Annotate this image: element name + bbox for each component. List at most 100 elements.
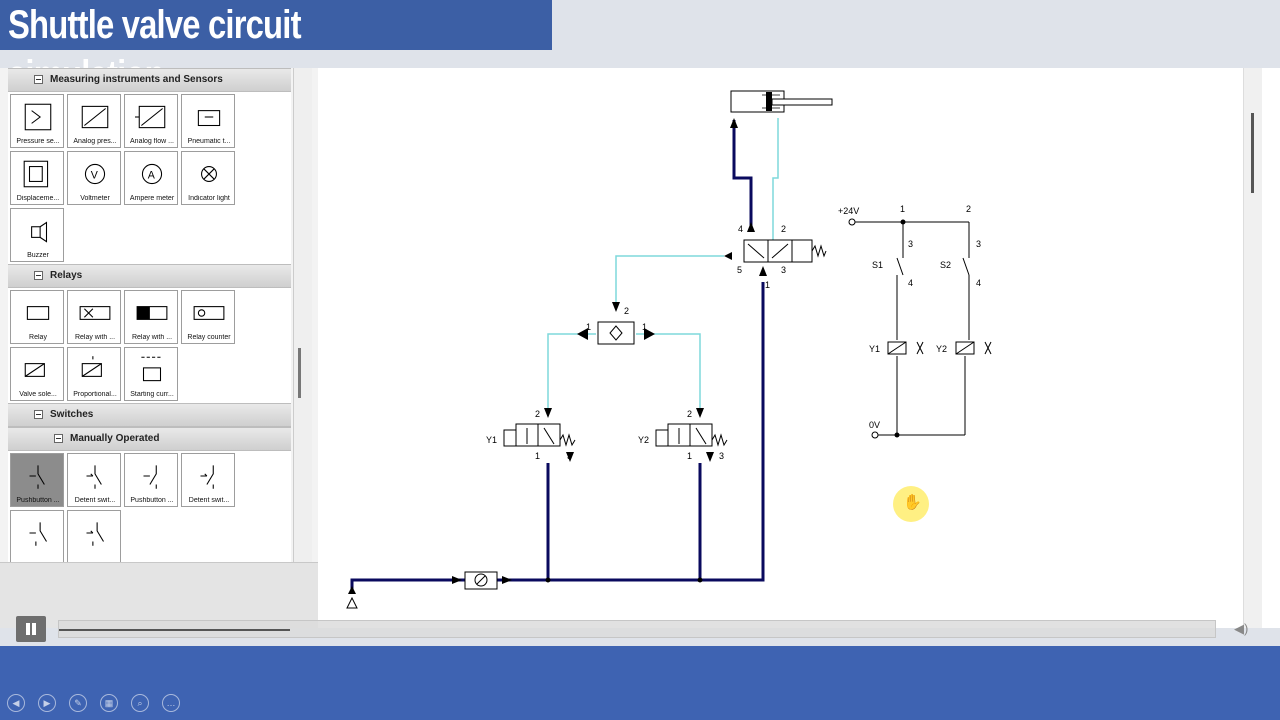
detent-changeover-icon [86,522,104,546]
component-caption: Ampere meter [129,195,175,202]
component-tile[interactable]: Indicator light [181,151,235,205]
zoom-icon[interactable]: ⌕ [131,694,149,712]
component-tile[interactable]: Displaceme... [10,151,64,205]
shuttle-valve[interactable] [577,302,655,345]
collapse-icon[interactable] [54,434,63,443]
canvas-scrollbar[interactable] [1243,68,1262,628]
component-grid-measuring: Pressure se... Analog pres... Analog flow … [8,92,291,264]
voltmeter-icon: V [84,163,106,185]
component-tile[interactable] [10,510,64,562]
solenoid-label-y2: Y2 [638,435,649,445]
component-tile[interactable]: Relay with ... [124,290,178,344]
scrollbar-thumb[interactable] [1251,113,1254,193]
rung-label: 1 [900,204,905,214]
valve-3-2-left[interactable] [503,408,576,462]
component-tile[interactable]: Pressure se... [10,94,64,148]
relay-switch-off-delay-icon [136,306,168,320]
contact-label: 3 [908,239,913,249]
port-label: 3 [719,451,724,461]
presentation-footer [0,646,1280,720]
component-caption: Detent swit... [74,497,116,504]
port-label: 2 [687,409,692,419]
component-tile[interactable]: V Voltmeter [67,151,121,205]
pressure-sensor-icon [24,103,52,131]
contact-label: 3 [976,239,981,249]
component-caption: Pushbutton ... [130,497,174,504]
component-caption: Relay with ... [74,334,116,341]
valve-3-2-right[interactable] [655,408,728,462]
volume-icon[interactable]: ◀) [1234,621,1249,636]
library-scrollbar[interactable] [293,68,312,562]
component-tile[interactable]: Proportional... [67,347,121,401]
circuit-diagram: +24V 0V 1 2 S1 S2 3 4 3 4 Y1 Y2 Y1 Y2 4 … [346,90,992,609]
component-tile[interactable]: Relay [10,290,64,344]
more-icon[interactable]: … [162,694,180,712]
component-caption: Pressure se... [16,138,60,145]
junction-dots [545,219,906,583]
buzzer-icon [31,221,48,243]
component-tile[interactable]: Starting curr... [124,347,178,401]
analog-flow-icon [135,105,166,129]
relay-counter-icon [193,306,225,320]
slides-icon[interactable]: ▦ [100,694,118,712]
component-tile[interactable]: Pneumatic t... [181,94,235,148]
port-label: 2 [624,306,629,316]
port-label: 3 [781,265,786,275]
progress-bar[interactable] [58,620,1216,638]
port-label: 2 [535,409,540,419]
component-tile[interactable] [67,510,121,562]
collapse-icon[interactable] [34,271,43,280]
scrollbar-thumb[interactable] [298,348,301,398]
coil-label-y2: Y2 [936,344,947,354]
circuit-canvas[interactable]: +24V 0V 1 2 S1 S2 3 4 3 4 Y1 Y2 Y1 Y2 4 … [318,68,1262,628]
detent-switch-icon [86,465,102,489]
component-tile[interactable]: Pushbutton ... [10,453,64,507]
group-header-relays[interactable]: Relays [8,264,291,288]
collapse-icon[interactable] [34,410,43,419]
electrical-ladder [848,218,992,439]
component-tile[interactable]: A Ampere meter [124,151,178,205]
ampere-meter-icon: A [141,163,163,185]
component-caption: Displaceme... [16,195,60,202]
group-label: Switches [50,409,94,420]
starting-current-icon [141,356,163,382]
ground-label: 0V [869,420,880,430]
compressed-air-source[interactable] [346,586,358,609]
hand-cursor-icon: ✋ [893,486,929,522]
pause-button[interactable] [16,616,46,642]
component-tile[interactable]: Pushbutton ... [124,453,178,507]
double-acting-cylinder[interactable] [730,90,833,113]
main-5-2-valve[interactable] [724,118,827,276]
component-tile[interactable]: Relay with ... [67,290,121,344]
group-header-switches[interactable]: Switches [8,403,291,427]
svg-text:V: V [91,169,99,181]
svg-text:A: A [148,169,156,181]
next-icon[interactable]: ▶ [38,694,56,712]
subgroup-header-manual[interactable]: Manually Operated [8,427,291,451]
collapse-icon[interactable] [34,75,43,84]
component-tile[interactable]: Analog pres... [67,94,121,148]
displacement-sensor-icon [23,160,49,188]
pen-icon[interactable]: ✎ [69,694,87,712]
component-tile[interactable]: Valve sole... [10,347,64,401]
port-label: 2 [781,224,786,234]
component-caption: Detent swit... [188,497,230,504]
component-tile[interactable]: Detent swit... [67,453,121,507]
component-caption: Analog flow ... [130,138,174,145]
progress-fill [59,629,291,631]
port-label: 1 [535,451,540,461]
component-tile[interactable]: Analog flow ... [124,94,178,148]
port-label: 1 [642,322,647,332]
pushbutton-changeover-icon [29,522,47,546]
video-title: Shuttle valve circuit simulation [0,0,552,97]
air-service-unit[interactable] [452,571,512,590]
relay-icon [26,306,50,320]
component-tile[interactable]: Buzzer [10,208,64,262]
port-label: 4 [738,224,743,234]
component-tile[interactable]: Relay counter [181,290,235,344]
component-tile[interactable]: Detent swit... [181,453,235,507]
group-header-measuring[interactable]: Measuring instruments and Sensors [8,68,291,92]
prev-icon[interactable]: ◀ [7,694,25,712]
component-caption: Pushbutton ... [16,497,60,504]
component-caption: Voltmeter [80,195,110,202]
